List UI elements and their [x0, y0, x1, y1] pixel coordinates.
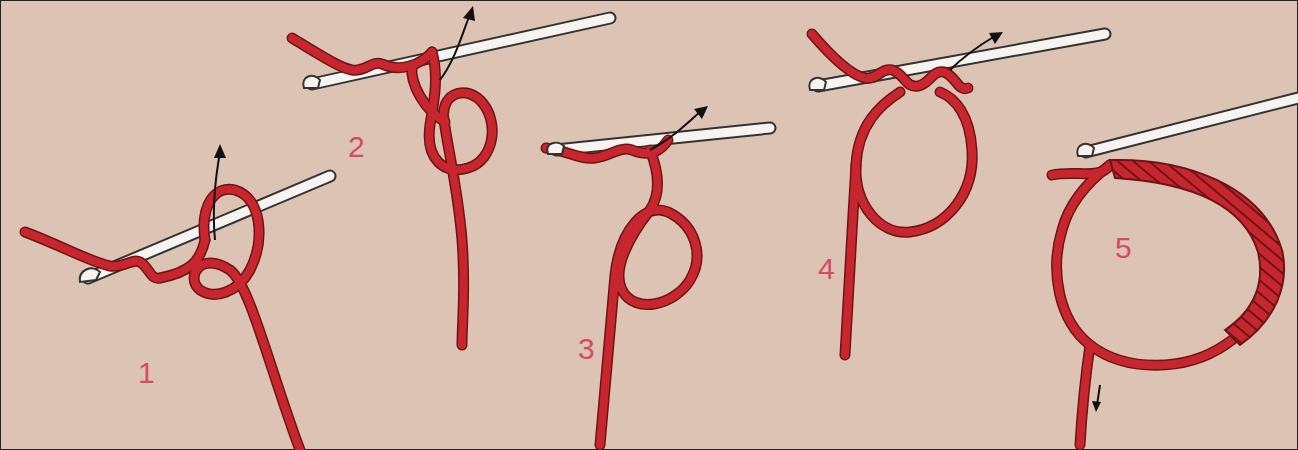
step-number: 1 — [138, 358, 155, 388]
step-number: 2 — [348, 132, 365, 162]
step-number: 3 — [578, 334, 595, 364]
step-number: 5 — [1115, 233, 1132, 263]
step-number: 4 — [818, 254, 835, 284]
